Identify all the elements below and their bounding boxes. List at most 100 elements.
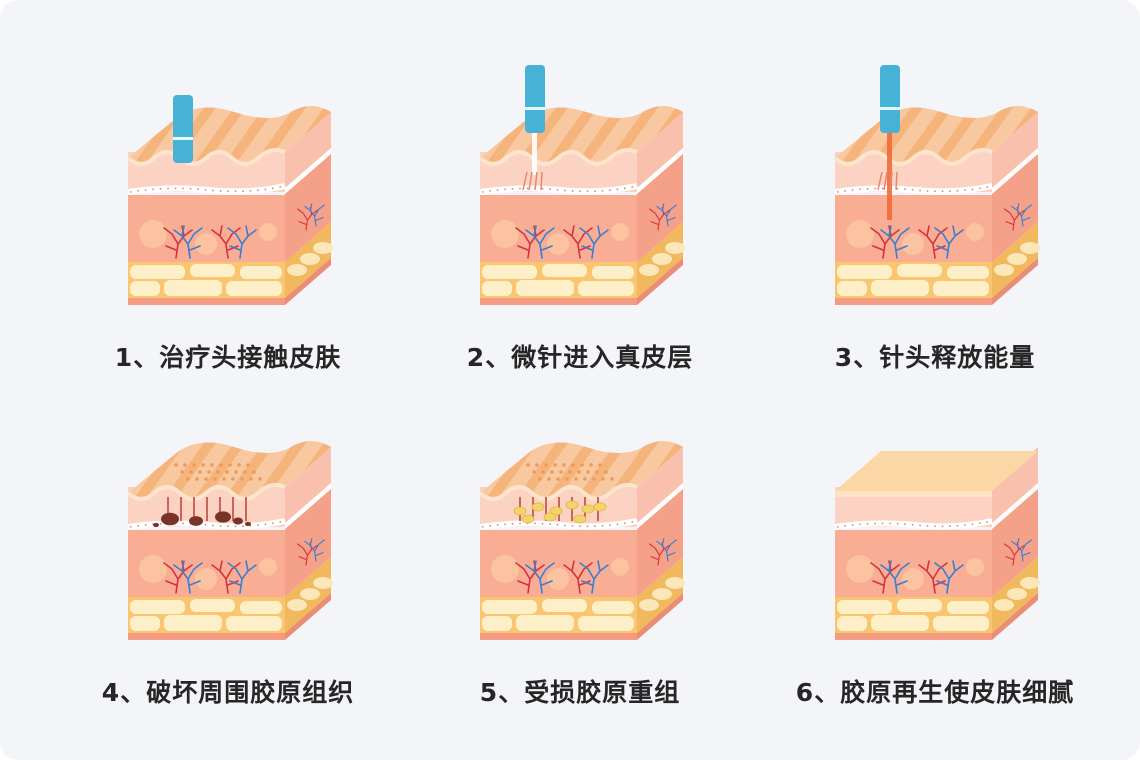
side-fat-cell [1007, 588, 1027, 600]
fat-cell [578, 616, 634, 631]
vein-icon [934, 225, 964, 259]
hair-follicle [195, 568, 217, 590]
surface-stripe [690, 437, 752, 507]
hair-follicle [547, 568, 569, 590]
treatment-head [880, 65, 900, 133]
side-bottom [637, 258, 683, 305]
energy-dot [562, 463, 566, 467]
vein-icon [1011, 203, 1032, 227]
energy-dot [526, 463, 530, 467]
fat-cell [130, 281, 160, 296]
hair-follicle [195, 233, 217, 255]
energy-dot [580, 463, 584, 467]
fat-cell [592, 266, 634, 279]
surface-edge [833, 148, 993, 166]
hair-follicle [139, 555, 167, 583]
hair-follicle [966, 223, 984, 241]
energy-dot [249, 477, 253, 481]
artery-icon [163, 560, 193, 594]
energy-dot [586, 470, 590, 474]
hair-follicle [902, 568, 924, 590]
damaged-collagen [153, 522, 159, 528]
side-basement-line [285, 148, 331, 194]
treatment-head [525, 65, 545, 133]
energy-dot [222, 477, 226, 481]
fat-cell [482, 600, 537, 614]
surface-stripe [128, 106, 130, 164]
side-fat-cell [1007, 253, 1027, 265]
energy-dot [595, 470, 599, 474]
energy-dot [559, 470, 563, 474]
energy-dot [225, 470, 229, 474]
side-bottom [992, 593, 1038, 640]
energy-dot [174, 463, 178, 467]
skin-diagram [834, 447, 1040, 640]
fat-cell [871, 280, 929, 296]
side-fat-cell [639, 264, 659, 276]
basement-dots [129, 520, 286, 528]
hair-follicle [846, 220, 874, 248]
energy-dot [556, 477, 560, 481]
energy-dot [571, 463, 575, 467]
basement-membrane [834, 183, 993, 195]
hair-follicle [259, 558, 277, 576]
fat-cell [226, 616, 282, 631]
side-dermis [637, 489, 683, 597]
vein-icon [1011, 538, 1032, 562]
step-5: 5、受损胶原重组 [400, 375, 760, 715]
needle-track [883, 171, 888, 191]
surface-stripe [480, 441, 482, 499]
energy-dot [604, 470, 608, 474]
fat-cell [837, 600, 892, 614]
basement-membrane [127, 518, 286, 530]
step-label: 3、针头释放能量 [834, 343, 1036, 372]
side-epidermis [637, 447, 683, 527]
fat-cell [516, 280, 574, 296]
side-dermis [637, 154, 683, 262]
energy-dot [252, 470, 256, 474]
side-basement-line [637, 483, 683, 529]
side-basement-line [637, 148, 683, 194]
artery-icon [211, 560, 241, 594]
damaged-collagen [233, 517, 243, 525]
side-epidermis [637, 112, 683, 192]
damaged-collagen [161, 512, 179, 526]
artery-icon [918, 560, 948, 594]
basement-dots [481, 185, 638, 193]
surface-stripe [218, 441, 280, 499]
energy-dot [541, 470, 545, 474]
artery-icon [515, 225, 545, 259]
new-collagen [593, 502, 607, 512]
side-epidermis [285, 447, 331, 527]
step-6: 6、胶原再生使皮肤细腻 [755, 375, 1115, 715]
fat-cell [130, 600, 185, 614]
basement-dots [481, 520, 638, 528]
vein-icon [304, 538, 325, 562]
treatment-head [173, 95, 193, 163]
surface-stripe [570, 441, 632, 499]
skin-block [478, 437, 752, 640]
skin-surface-edge [835, 491, 992, 497]
energy-dot [583, 477, 587, 481]
energy-dot [565, 477, 569, 481]
energy-beam [887, 125, 892, 220]
skin-block [478, 65, 752, 305]
step-4: 4、破坏周围胶原组织 [48, 375, 408, 715]
surface-stripe [690, 102, 752, 172]
fat-cell [933, 281, 989, 296]
energy-dot [577, 470, 581, 474]
energy-dot [189, 470, 193, 474]
surface-stripe [188, 106, 250, 164]
energy-dot [246, 463, 250, 467]
vein-icon [880, 225, 910, 259]
step-label: 1、治疗头接触皮肤 [114, 343, 342, 372]
step-1: 1、治疗头接触皮肤 [48, 40, 408, 380]
side-fat-cell [287, 264, 307, 276]
energy-dot [601, 477, 605, 481]
new-collagen [513, 506, 527, 516]
fat-cell [947, 266, 989, 279]
side-epidermis [992, 112, 1038, 192]
fat-cell [578, 281, 634, 296]
energy-dot [234, 470, 238, 474]
